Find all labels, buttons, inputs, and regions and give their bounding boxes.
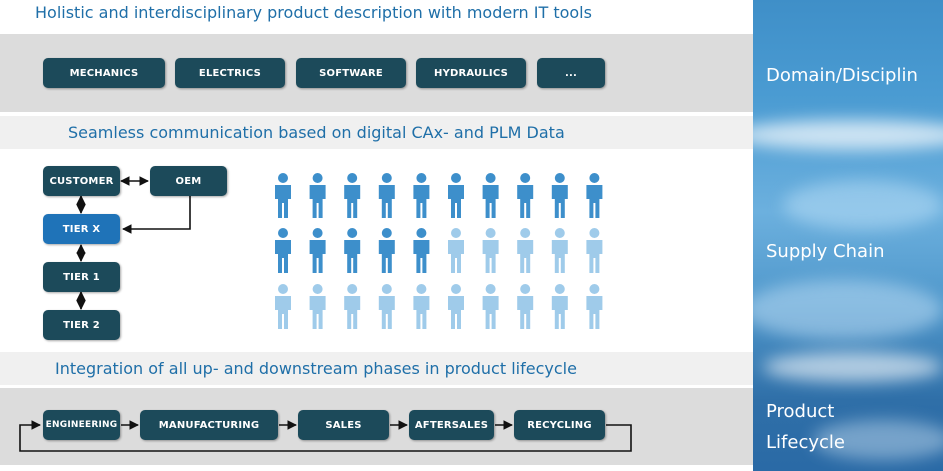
- person-icon: [448, 284, 464, 329]
- person-icon: [309, 173, 326, 218]
- node-oem: OEM: [150, 166, 227, 196]
- person-icon: [309, 284, 326, 329]
- person-icon: [309, 228, 326, 273]
- person-icon: [275, 284, 291, 329]
- person-icon: [551, 228, 568, 273]
- person-icon: [586, 228, 603, 273]
- person-icon: [413, 284, 430, 329]
- person-icon: [586, 173, 603, 218]
- chip-software: SOFTWARE: [296, 58, 406, 88]
- person-icon: [344, 228, 361, 273]
- person-icon: [482, 284, 499, 329]
- person-icon: [517, 173, 534, 218]
- person-icon: [448, 228, 464, 273]
- stage-sales: SALES: [298, 410, 389, 440]
- lifecycle-connectors: [19, 420, 632, 452]
- person-icon: [378, 228, 395, 273]
- people-grid: [275, 173, 603, 329]
- lifecycle-caption-band: [0, 352, 753, 385]
- person-icon: [413, 228, 430, 273]
- person-icon: [482, 173, 499, 218]
- stage-manufacturing: MANUFACTURING: [140, 410, 278, 440]
- person-icon: [344, 284, 361, 329]
- stage-recycling: RECYCLING: [514, 410, 605, 440]
- person-icon: [551, 284, 568, 329]
- person-icon: [482, 228, 499, 273]
- person-icon: [413, 173, 430, 218]
- top-caption: Holistic and interdisciplinary product d…: [35, 3, 592, 22]
- label-product: Product: [766, 401, 835, 422]
- sky-sidebar: Domain/Disciplin Supply Chain Product Li…: [753, 0, 943, 471]
- person-icon: [275, 228, 291, 273]
- chip-more: ...: [537, 58, 605, 88]
- person-icon: [378, 173, 395, 218]
- person-icon: [378, 284, 395, 329]
- node-tier-2: TIER 2: [43, 310, 120, 340]
- chip-electrics: ELECTRICS: [175, 58, 285, 88]
- lifecycle-caption: Integration of all up- and downstream ph…: [55, 359, 577, 378]
- chip-mechanics: MECHANICS: [43, 58, 165, 88]
- person-icon: [517, 284, 534, 329]
- stage-aftersales: AFTERSALES: [409, 410, 494, 440]
- chip-hydraulics: HYDRAULICS: [416, 58, 526, 88]
- node-customer: CUSTOMER: [43, 166, 120, 196]
- person-icon: [275, 173, 291, 218]
- label-supply-chain: Supply Chain: [766, 241, 885, 262]
- person-icon: [586, 284, 603, 329]
- label-domain: Domain/Disciplin: [766, 65, 918, 86]
- person-icon: [517, 228, 534, 273]
- person-icon: [344, 173, 361, 218]
- node-tier-x: TIER X: [43, 214, 120, 244]
- supply-chain-connectors: [76, 176, 191, 310]
- person-icon: [551, 173, 568, 218]
- label-lifecycle: Lifecycle: [766, 432, 845, 453]
- communication-band: [0, 116, 753, 149]
- node-tier-1: TIER 1: [43, 262, 120, 292]
- communication-caption: Seamless communication based on digital …: [68, 123, 565, 142]
- person-icon: [448, 173, 464, 218]
- stage-engineering: ENGINEERING: [43, 410, 120, 440]
